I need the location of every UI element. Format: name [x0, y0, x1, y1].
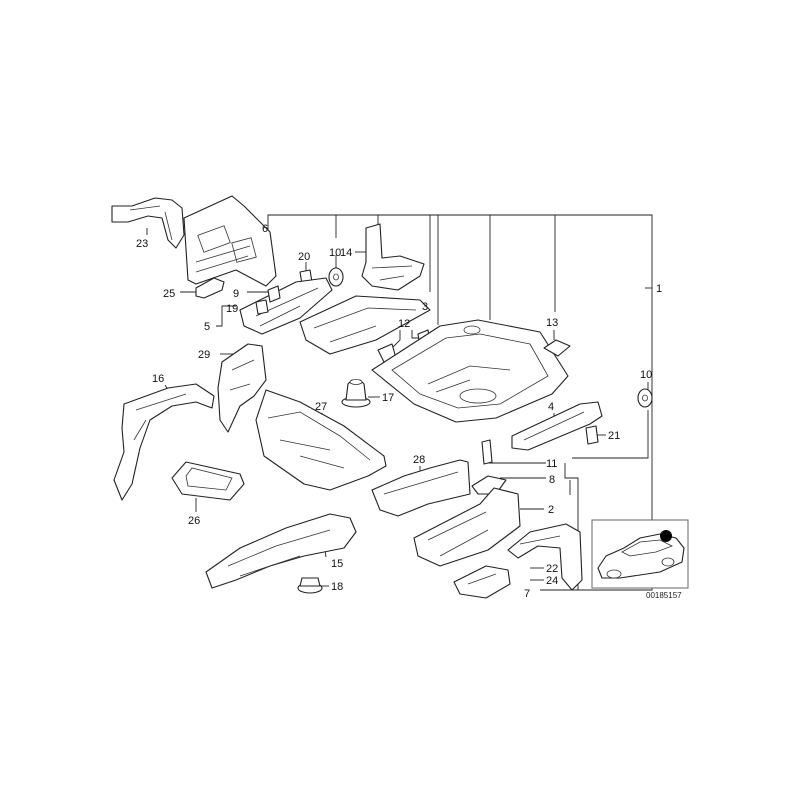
callout-18: 18 — [331, 581, 343, 593]
callout-19: 19 — [226, 303, 238, 315]
callout-23: 23 — [136, 238, 148, 250]
callout-26: 26 — [188, 515, 200, 527]
callout-27: 27 — [315, 401, 327, 413]
callout-10-right: 10 — [640, 369, 652, 381]
car-inset: 00185157 — [591, 519, 689, 600]
callout-10-upper: 10 — [329, 247, 341, 259]
callout-5: 5 — [204, 321, 210, 333]
part-11-drawing — [481, 439, 493, 465]
callout-15: 15 — [331, 558, 343, 570]
part-21-drawing — [585, 425, 599, 445]
part-13-drawing — [543, 339, 571, 357]
part-17-drawing — [341, 379, 371, 408]
callout-labels: 23 6 20 10 14 25 9 19 5 3 12 13 1 29 16 … — [136, 223, 662, 600]
part-15-drawing — [205, 513, 357, 589]
part-3-drawing — [299, 295, 431, 355]
part-2-drawing — [413, 487, 521, 567]
part-14-drawing — [361, 223, 425, 291]
callout-4: 4 — [548, 401, 554, 413]
part-16-drawing — [113, 383, 215, 501]
part-23-drawing — [111, 197, 185, 249]
callout-12: 12 — [398, 318, 410, 330]
part-26-drawing — [171, 461, 245, 501]
leader-lines — [146, 214, 653, 591]
callout-17: 17 — [382, 392, 394, 404]
part-18-drawing — [297, 577, 323, 594]
callout-22: 22 — [546, 563, 558, 575]
part-27-drawing — [255, 389, 387, 491]
part-6-drawing — [183, 195, 277, 287]
callout-14: 14 — [340, 247, 352, 259]
callout-3: 3 — [422, 301, 428, 313]
callout-8: 8 — [549, 474, 555, 486]
part-9-drawing — [267, 285, 281, 303]
callout-16: 16 — [152, 373, 164, 385]
callout-13: 13 — [546, 317, 558, 329]
part-10b-drawing — [637, 388, 653, 408]
callout-6: 6 — [262, 223, 268, 235]
part-5-drawing — [239, 277, 333, 335]
luggage-floor-drawing — [371, 319, 569, 423]
callout-11: 11 — [546, 458, 557, 470]
callout-21: 21 — [608, 430, 620, 442]
part-4-drawing — [511, 401, 603, 451]
car-silhouette — [597, 530, 685, 579]
callout-2: 2 — [548, 504, 554, 516]
part-25-drawing — [195, 277, 225, 299]
part-7-drawing — [453, 565, 511, 599]
callout-28: 28 — [413, 454, 425, 466]
callout-29: 29 — [198, 349, 210, 361]
callout-24: 24 — [546, 575, 558, 587]
part-19-drawing — [255, 299, 269, 315]
location-marker — [660, 530, 672, 542]
part-22-drawing — [507, 523, 583, 591]
part-10a-drawing — [328, 267, 344, 287]
diagram-code: 00185157 — [646, 591, 682, 600]
callout-25: 25 — [163, 288, 175, 300]
callout-7: 7 — [524, 588, 530, 600]
callout-20: 20 — [298, 251, 310, 263]
part-28-drawing — [371, 459, 471, 517]
callout-9: 9 — [233, 288, 239, 300]
callout-1: 1 — [656, 283, 662, 295]
part-29-drawing — [217, 343, 267, 433]
